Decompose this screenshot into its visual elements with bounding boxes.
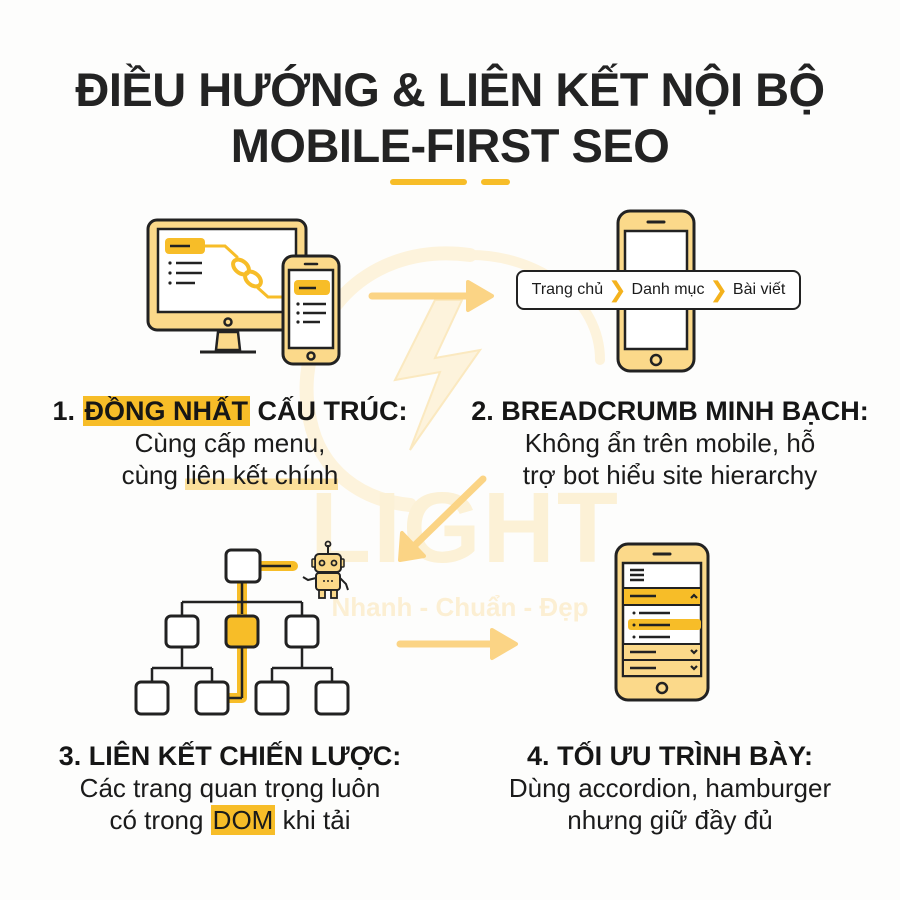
step-1-caption: 1. ĐỒNG NHẤT CẤU TRÚC: Cùng cấp menu, cù… xyxy=(40,395,420,491)
chevron-down-icon xyxy=(690,665,698,671)
step-2-caption: 2. BREADCRUMB MINH BẠCH: Không ẩn trên m… xyxy=(460,395,880,491)
step-1-text-highlight: liên kết chính xyxy=(185,460,339,490)
step-3-line-2: có trong DOM khi tải xyxy=(109,805,351,835)
step-4-line-1: Dùng accordion, hamburger xyxy=(508,773,832,803)
title-underline-short xyxy=(481,179,510,185)
step-3-title: 3. LIÊN KẾT CHIẾN LƯỢC: xyxy=(58,741,402,771)
arrow-down-left-icon xyxy=(398,475,487,562)
breadcrumb-item-article[interactable]: Bài viết xyxy=(732,281,786,298)
step-1-title: 1. ĐỒNG NHẤT CẤU TRÚC: xyxy=(52,396,408,426)
step-1-title-highlight: ĐỒNG NHẤT xyxy=(82,396,251,426)
breadcrumb: Trang chủ ❯ Danh mục ❯ Bài viết xyxy=(516,270,801,310)
tree-node-root xyxy=(224,548,262,584)
robot-icon xyxy=(302,540,349,599)
chevron-down-icon xyxy=(690,649,698,655)
step-2-title: 2. BREADCRUMB MINH BẠCH: xyxy=(471,396,869,426)
hamburger-menu-icon xyxy=(630,568,644,582)
site-tree-robot-icon xyxy=(134,540,350,716)
breadcrumb-item-category[interactable]: Danh mục xyxy=(631,281,705,298)
page-title-line-2: MOBILE-FIRST SEO xyxy=(230,119,670,172)
page-title-line-1: ĐIỀU HƯỚNG & LIÊN KẾT NỘI BỘ xyxy=(75,63,825,116)
chevron-up-icon xyxy=(690,593,698,599)
chevron-right-icon: ❯ xyxy=(608,277,627,302)
step-4-line-2: nhưng giữ đầy đủ xyxy=(567,805,773,835)
step-4-caption: 4. TỐI ƯU TRÌNH BÀY: Dùng accordion, ham… xyxy=(460,740,880,836)
desktop-mobile-link-icon xyxy=(146,218,341,366)
title-underline-long xyxy=(390,179,467,185)
step-2-line-2: trợ bot hiểu site hierarchy xyxy=(522,460,818,490)
step-4-title: 4. TỐI ƯU TRÌNH BÀY: xyxy=(527,741,813,771)
arrow-right-icon xyxy=(368,280,494,312)
step-1-line-2: cùng liên kết chính xyxy=(121,460,339,490)
step-3-caption: 3. LIÊN KẾT CHIẾN LƯỢC: Các trang quan t… xyxy=(40,740,420,836)
arrow-right-icon xyxy=(396,628,518,660)
chevron-right-icon: ❯ xyxy=(709,277,728,302)
breadcrumb-item-home[interactable]: Trang chủ xyxy=(531,281,604,298)
step-3-text-highlight: DOM xyxy=(210,805,276,835)
step-1-line-1: Cùng cấp menu, xyxy=(134,428,326,458)
phone-accordion-menu-icon xyxy=(614,542,710,702)
step-3-line-1: Các trang quan trọng luôn xyxy=(79,773,381,803)
step-2-line-1: Không ẩn trên mobile, hỗ xyxy=(524,428,816,458)
